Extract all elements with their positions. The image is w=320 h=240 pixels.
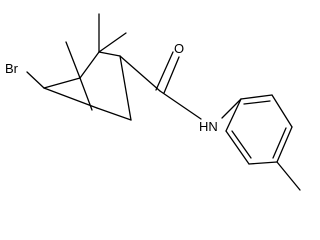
bond-bridge-methyl-right <box>98 32 127 53</box>
bond-ring-methyl <box>276 161 301 191</box>
chemical-structure: Br O HN <box>5 13 301 191</box>
bond-carbonyl-double-b <box>163 56 180 94</box>
ring-bond-3-inner <box>272 127 287 159</box>
bond-bridge-quaternary <box>98 51 121 57</box>
ring-bond-2 <box>271 94 293 128</box>
bond-bridgehead-bridge-back <box>79 77 93 111</box>
bond-n-aryl <box>221 98 242 119</box>
ring-bond-4 <box>248 161 278 165</box>
bond-carbonyl-double-a <box>155 51 174 91</box>
bond-ch2-quaternary <box>119 55 132 121</box>
ring-bond-1 <box>240 94 273 100</box>
ring-bond-5 <box>225 130 250 165</box>
bond-quaternary-carbonyl <box>119 55 161 92</box>
amide-nh-label: HN <box>199 119 218 134</box>
bond-bridgehead-methyl <box>65 41 81 79</box>
bond-ch2-ch2 <box>96 107 132 121</box>
ring-bond-3 <box>276 126 293 163</box>
bond-bridgehead-bridge <box>79 51 100 79</box>
bond-br-chbr <box>26 71 45 89</box>
bond-carbonyl-n <box>159 90 202 120</box>
ring-bond-1-inner <box>243 100 271 105</box>
bond-chbr-bridgehead <box>43 77 81 89</box>
bond-chbr-ch2 <box>43 87 98 109</box>
ring-bond-5-inner <box>231 130 252 159</box>
bromine-label: Br <box>5 61 19 76</box>
oxygen-label: O <box>174 41 184 56</box>
ring-bond-6 <box>225 98 242 132</box>
